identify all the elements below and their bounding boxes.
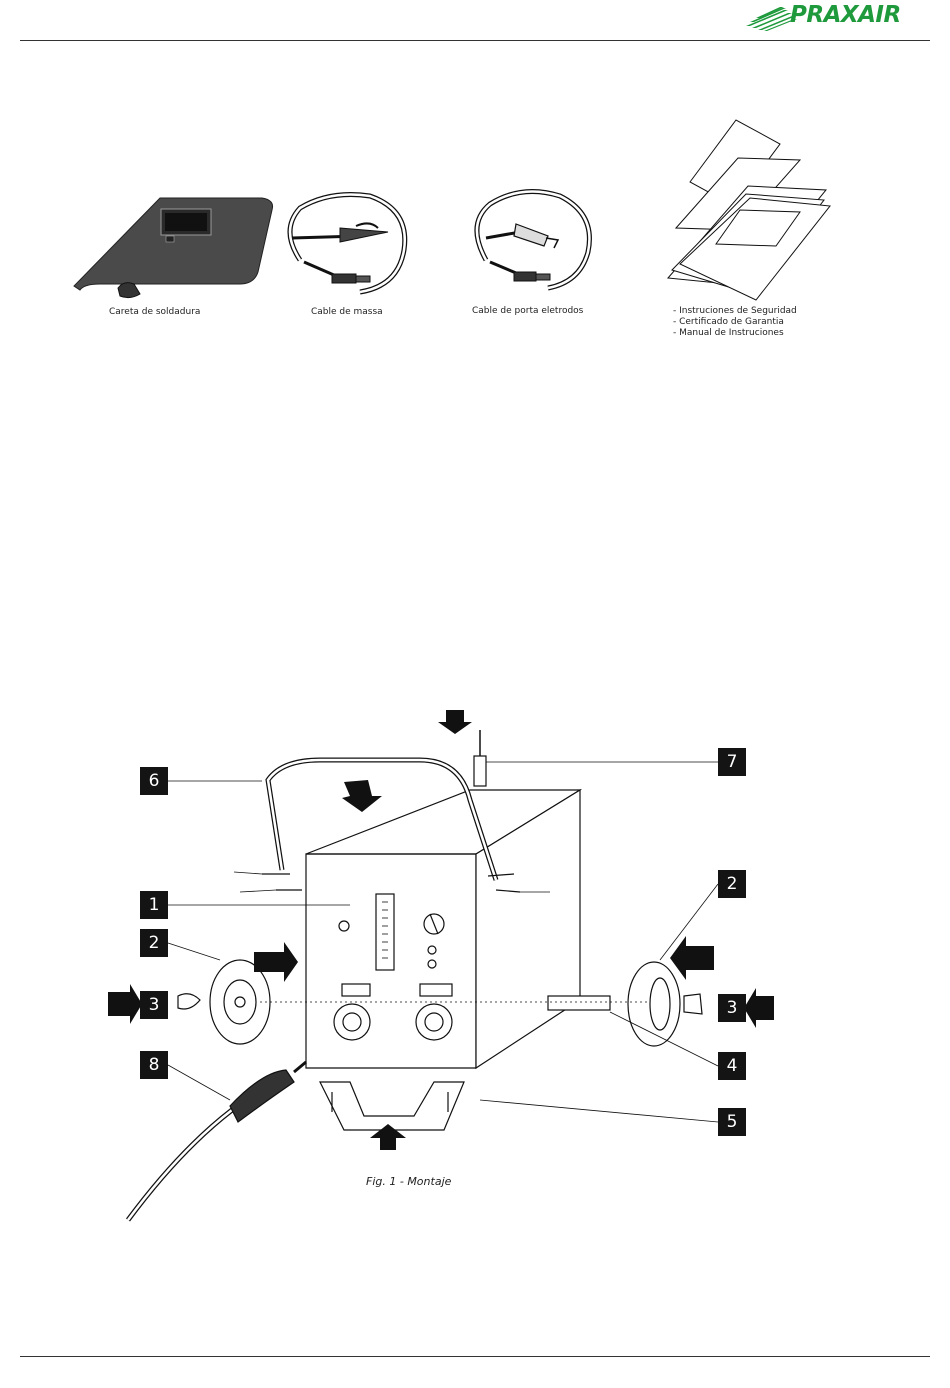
documents-list: - Instruciones de Seguridad - Certificad… bbox=[673, 306, 797, 339]
callout-badge: 5 bbox=[718, 1108, 746, 1136]
arrow-left-icon bbox=[744, 988, 774, 1028]
callout-badge: 1 bbox=[140, 891, 168, 919]
documents-illustration bbox=[668, 120, 830, 300]
arrow-down-diagonal-icon bbox=[342, 780, 382, 812]
welder-assembly bbox=[128, 730, 718, 1220]
callout-badge: 8 bbox=[140, 1051, 168, 1079]
welding-mask-illustration bbox=[74, 198, 273, 298]
footer-rule bbox=[20, 1356, 930, 1357]
callout-badge: 2 bbox=[718, 870, 746, 898]
arrow-left-icon bbox=[670, 936, 714, 980]
arrow-down-icon bbox=[438, 710, 472, 734]
caption-ground-cable: Cable de massa bbox=[311, 307, 383, 317]
callout-badge: 2 bbox=[140, 929, 168, 957]
callout-badge: 4 bbox=[718, 1052, 746, 1080]
arrow-right-icon bbox=[108, 984, 142, 1024]
caption-welding-mask: Careta de soldadura bbox=[109, 307, 200, 317]
callout-badge: 3 bbox=[140, 991, 168, 1019]
callout-badge: 3 bbox=[718, 994, 746, 1022]
figure-caption: Fig. 1 - Montaje bbox=[366, 1175, 451, 1188]
document-item: - Certificado de Garantia bbox=[673, 317, 797, 328]
caption-electrode-cable: Cable de porta eletrodos bbox=[472, 306, 583, 316]
callout-badge: 6 bbox=[140, 767, 168, 795]
electrode-cable-illustration bbox=[477, 192, 590, 289]
document-item: - Manual de Instruciones bbox=[673, 328, 797, 339]
callout-badge: 7 bbox=[718, 748, 746, 776]
document-item: - Instruciones de Seguridad bbox=[673, 306, 797, 317]
ground-cable-illustration bbox=[290, 195, 405, 293]
